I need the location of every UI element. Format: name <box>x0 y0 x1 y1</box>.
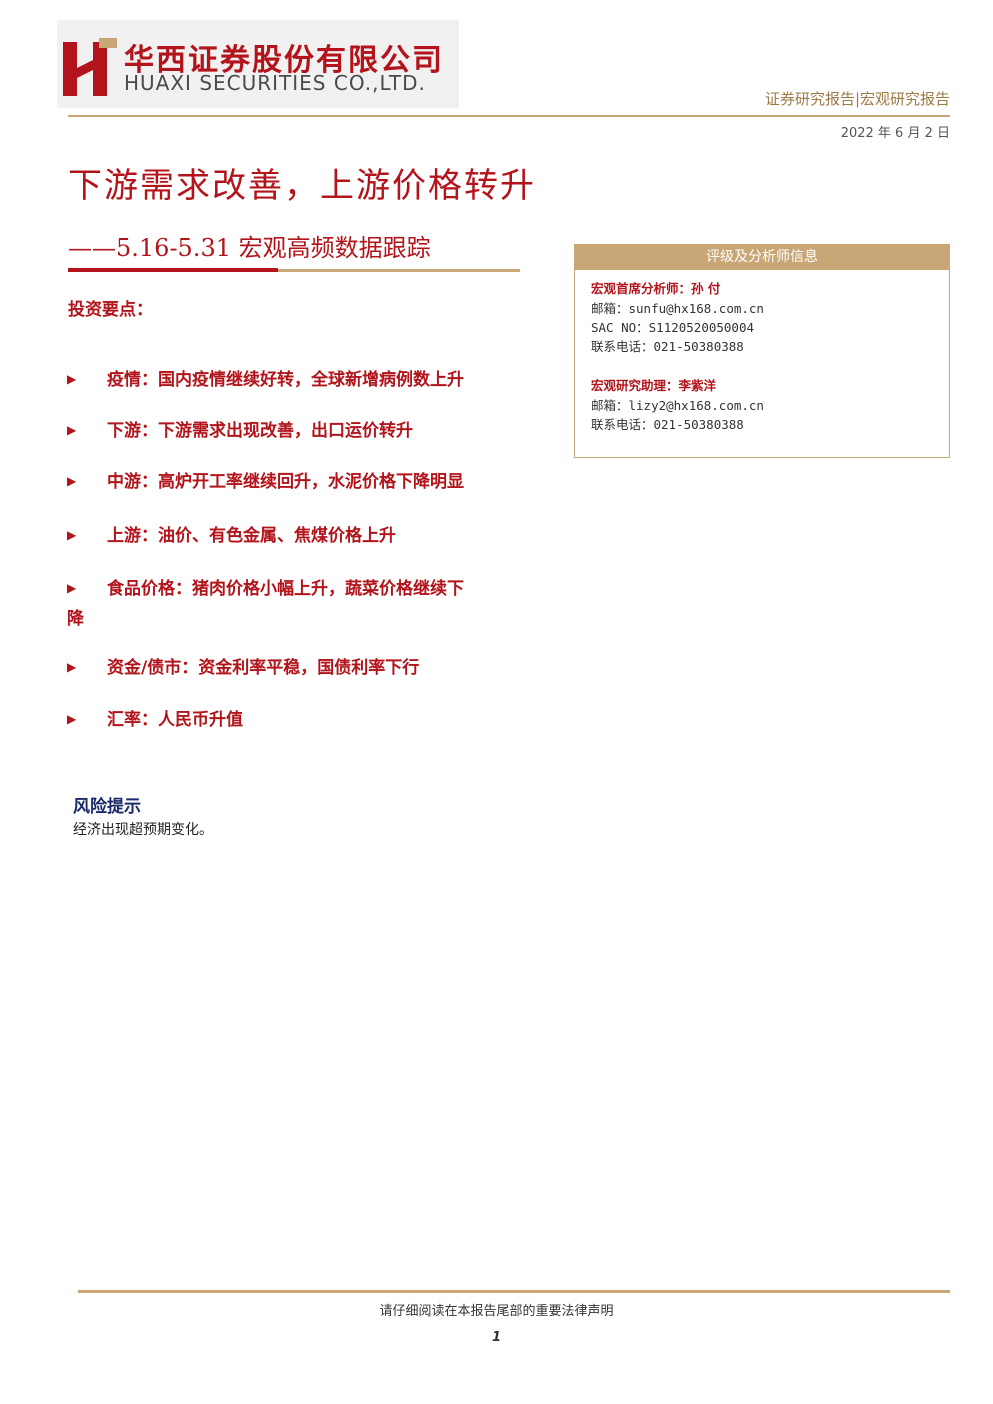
footer-disclaimer: 请仔细阅读在本报告尾部的重要法律声明 <box>379 1304 614 1319</box>
risk-heading: 风险提示 <box>73 797 141 817</box>
key-point-text: 中游：高炉开工率继续回升，水泥价格下降明显 <box>107 472 464 492</box>
triangle-right-icon: ▶ <box>67 528 77 542</box>
header-divider <box>68 115 950 117</box>
key-point-text-continuation: 降 <box>67 609 84 629</box>
chief-analyst-phone: 联系电话：021-50380388 <box>591 339 744 354</box>
chief-analyst-email[interactable]: 邮箱：sunfu@hx168.com.cn <box>591 301 764 316</box>
key-point-text: 食品价格：猪肉价格小幅上升，蔬菜价格继续下 <box>107 579 464 599</box>
key-point-item: ▶ 上游：油价、有色金属、焦煤价格上升 <box>67 520 547 551</box>
key-point-item: ▶ 下游：下游需求出现改善，出口运价转升 <box>67 415 547 446</box>
triangle-right-icon: ▶ <box>67 474 77 488</box>
logo-background <box>57 20 459 108</box>
huaxi-logo-icon <box>63 38 117 96</box>
analyst-box-header: 评级及分析师信息 <box>575 245 949 270</box>
report-type: 证券研究报告|宏观研究报告 <box>764 90 950 108</box>
risk-text: 经济出现超预期变化。 <box>73 822 213 838</box>
triangle-right-icon: ▶ <box>67 581 77 595</box>
page-title: 下游需求改善，上游价格转升 <box>68 166 536 206</box>
chief-analyst-title: 宏观首席分析师：孙 付 <box>591 281 721 296</box>
subtitle-underline-red <box>68 268 278 272</box>
chief-analyst-sac: SAC NO：S1120520050004 <box>591 320 755 335</box>
key-point-item: ▶ 食品价格：猪肉价格小幅上升，蔬菜价格继续下 降 <box>67 573 547 634</box>
report-date: 2022 年 6 月 2 日 <box>840 126 950 141</box>
analyst-info-box <box>574 244 950 458</box>
page-number: 1 <box>491 1330 502 1345</box>
key-point-item: ▶ 资金/债市：资金利率平稳，国债利率下行 <box>67 652 547 683</box>
assistant-title: 宏观研究助理：李紫洋 <box>591 378 717 393</box>
company-name-cn: 华西证券股份有限公司 <box>124 43 444 78</box>
triangle-right-icon: ▶ <box>67 660 77 674</box>
company-name-en: HUAXI SECURITIES CO.,LTD. <box>124 71 426 95</box>
triangle-right-icon: ▶ <box>67 423 77 437</box>
key-point-text: 资金/债市：资金利率平稳，国债利率下行 <box>107 658 420 678</box>
assistant-email[interactable]: 邮箱：lizy2@hx168.com.cn <box>591 398 764 413</box>
key-point-item: ▶ 中游：高炉开工率继续回升，水泥价格下降明显 <box>67 466 547 497</box>
key-point-text: 下游：下游需求出现改善，出口运价转升 <box>107 421 413 441</box>
triangle-right-icon: ▶ <box>67 712 77 726</box>
key-point-text: 上游：油价、有色金属、焦煤价格上升 <box>107 526 396 546</box>
key-point-item: ▶ 疫情：国内疫情继续好转，全球新增病例数上升 <box>67 364 547 395</box>
subtitle-underline-gold <box>278 269 520 272</box>
triangle-right-icon: ▶ <box>67 372 77 386</box>
key-point-item: ▶ 汇率：人民币升值 <box>67 704 547 735</box>
assistant-phone: 联系电话：021-50380388 <box>591 417 744 432</box>
key-points-heading: 投资要点： <box>68 300 153 320</box>
key-point-text: 疫情：国内疫情继续好转，全球新增病例数上升 <box>107 370 464 390</box>
page-subtitle: ——5.16-5.31 宏观高频数据跟踪 <box>68 234 431 262</box>
key-point-text: 汇率：人民币升值 <box>107 710 243 730</box>
footer-divider <box>78 1290 950 1293</box>
